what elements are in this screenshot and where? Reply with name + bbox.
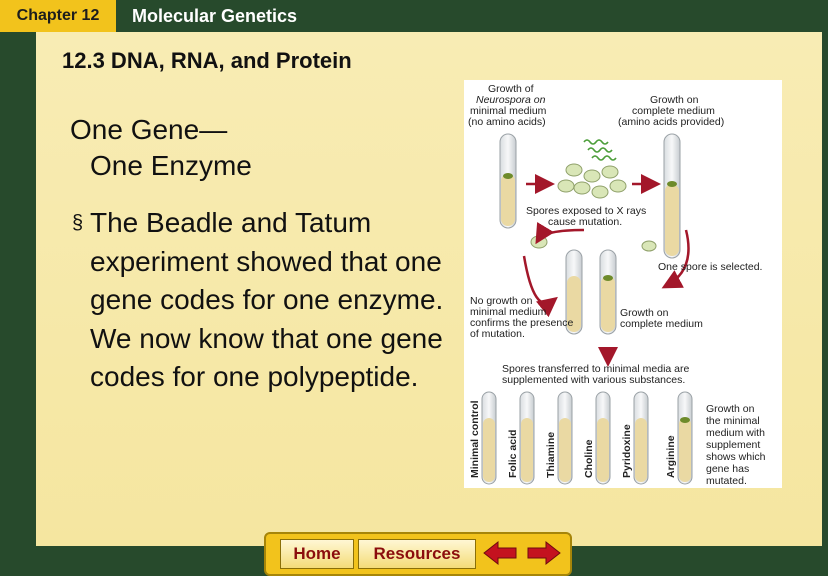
svg-text:Thiamine: Thiamine — [545, 432, 557, 478]
label-growth-on-complete: Growth on complete medium — [620, 307, 703, 330]
arrow-left-icon — [483, 540, 517, 566]
chapter-tab[interactable]: Chapter 12 — [0, 0, 116, 32]
bottom-nav: Home Resources — [264, 532, 572, 576]
svg-text:Minimal control: Minimal control — [469, 400, 481, 478]
arrow-right-icon — [527, 540, 561, 566]
spores — [530, 163, 657, 252]
bullet-text: The Beadle and Tatum experiment showed t… — [90, 207, 444, 392]
bullet-marker: § — [72, 212, 84, 234]
svg-text:Pyridoxine: Pyridoxine — [621, 424, 633, 478]
tube-growth-complete — [599, 249, 617, 335]
previous-arrow-button[interactable] — [480, 538, 520, 568]
right-frame — [822, 32, 828, 576]
svg-text:Arginine: Arginine — [665, 435, 677, 478]
home-button[interactable]: Home — [280, 539, 354, 569]
figure-illustration: Growth of Neurospora on minimal medium (… — [468, 83, 768, 487]
tube-no-growth — [565, 249, 583, 335]
section-title: 12.3 DNA, RNA, and Protein — [62, 48, 352, 73]
x-ray-lines — [583, 139, 617, 161]
label-no-growth: No growth on minimal medium confirms the… — [470, 295, 576, 340]
left-frame — [0, 32, 36, 576]
label-transferred: Spores transferred to minimal media are … — [502, 363, 692, 386]
svg-text:Choline: Choline — [583, 439, 595, 478]
slide-heading: One Gene— One Enzyme — [70, 112, 252, 184]
label-growth-minimal: Growth of Neurospora on minimal medium (… — [468, 83, 549, 128]
label-growth-supplement: Growth on the minimal medium with supple… — [706, 403, 768, 487]
label-growth-complete: Growth on complete medium (amino acids p… — [618, 94, 724, 128]
heading-line-2: One Enzyme — [90, 150, 252, 181]
process-arrows — [522, 174, 690, 367]
resources-button[interactable]: Resources — [358, 539, 476, 569]
label-xrays: Spores exposed to X rays cause mutation. — [526, 205, 649, 228]
beadle-tatum-figure: Growth of Neurospora on minimal medium (… — [464, 80, 782, 488]
tube-minimal-growth — [499, 133, 517, 229]
bullet-point: § The Beadle and Tatum experiment showed… — [72, 204, 444, 397]
next-arrow-button[interactable] — [524, 538, 564, 568]
svg-text:Folic acid: Folic acid — [507, 430, 519, 478]
header-title: Molecular Genetics — [132, 6, 298, 26]
tube-complete-growth — [663, 133, 681, 259]
heading-line-1: One Gene— — [70, 114, 228, 145]
supplement-tubes — [481, 391, 693, 485]
label-one-spore: One spore is selected. — [658, 261, 762, 273]
top-bar: Chapter 12 Molecular Genetics — [0, 0, 828, 32]
tube-labels: Minimal control Folic acid Thiamine Chol… — [469, 400, 677, 478]
